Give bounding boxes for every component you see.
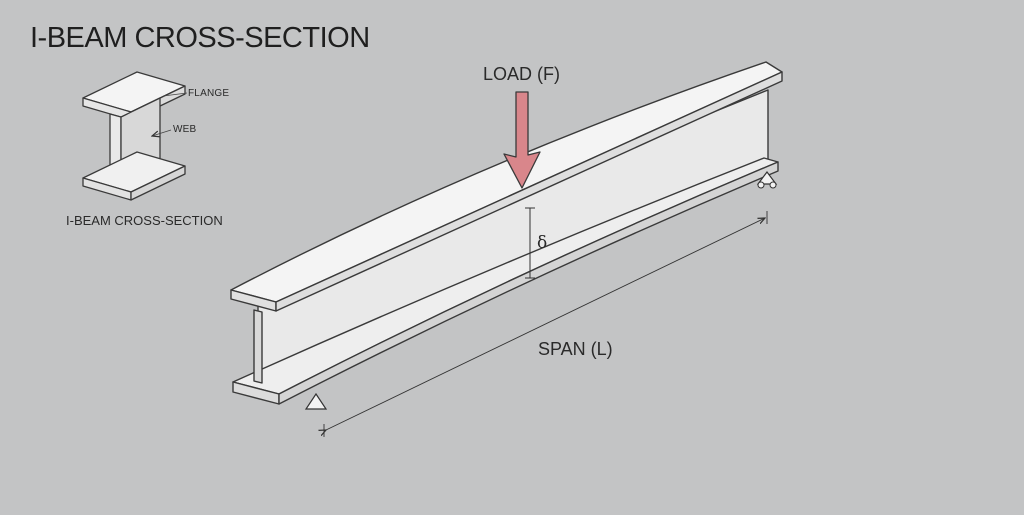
web-label: WEB	[173, 124, 197, 135]
beam-web-end	[253, 309, 263, 384]
page-title: I-BEAM CROSS-SECTION	[30, 22, 370, 54]
roller-support	[756, 171, 778, 189]
deflection-label: δ	[537, 233, 548, 253]
load-arrow	[503, 91, 541, 189]
pin-support	[304, 392, 328, 410]
i-beam	[230, 61, 783, 405]
span-label: SPAN (L)	[538, 339, 613, 359]
flange-leader	[162, 92, 188, 97]
cross-section-caption: I-BEAM CROSS-SECTION	[66, 213, 223, 228]
flange-label: FLANGE	[188, 88, 230, 99]
span-dimension	[324, 211, 768, 437]
web-leader	[152, 129, 172, 136]
load-label: LOAD (F)	[483, 64, 561, 84]
cross-section-bottom-flange-side	[130, 165, 186, 201]
cross-section-figure	[82, 71, 186, 201]
